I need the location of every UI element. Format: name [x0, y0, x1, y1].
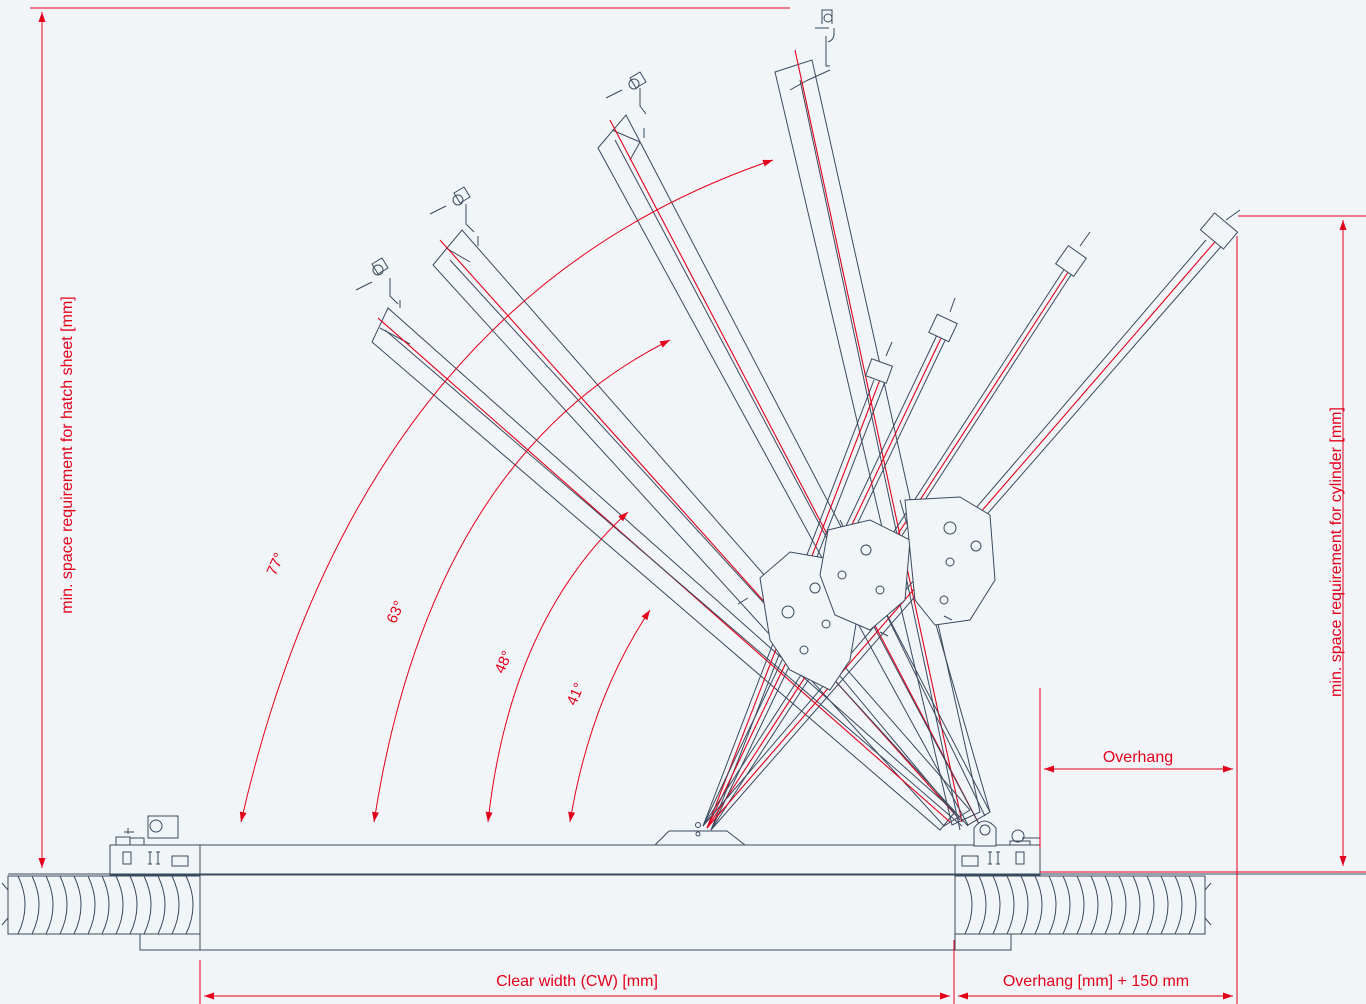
hatch-height-label: min. space requirement for hatch sheet […: [59, 296, 76, 613]
clear-width-label: Clear width (CW) [mm]: [496, 973, 658, 990]
mounting-brackets: [737, 496, 996, 691]
angle-label-63: 63°: [384, 598, 409, 626]
cylinder-height-label: min. space requirement for cylinder [mm]: [1328, 407, 1345, 697]
roof-insulation-left: [1, 875, 201, 935]
overhang-plus-label: Overhang [mm] + 150 mm: [1003, 973, 1189, 990]
hinge-pivot: [973, 820, 997, 847]
roof-insulation-right: [954, 875, 1212, 935]
angle-label-48: 48°: [492, 648, 517, 676]
overhang-label: Overhang: [1103, 749, 1173, 766]
hatch-leaves: [355, 9, 991, 831]
angle-arcs: [239, 159, 774, 823]
angle-label-41: 41°: [564, 680, 589, 708]
angle-label-77: 77°: [264, 550, 289, 578]
dimension-lines: [30, 7, 1366, 1004]
hatch-frame: [8, 815, 1366, 951]
